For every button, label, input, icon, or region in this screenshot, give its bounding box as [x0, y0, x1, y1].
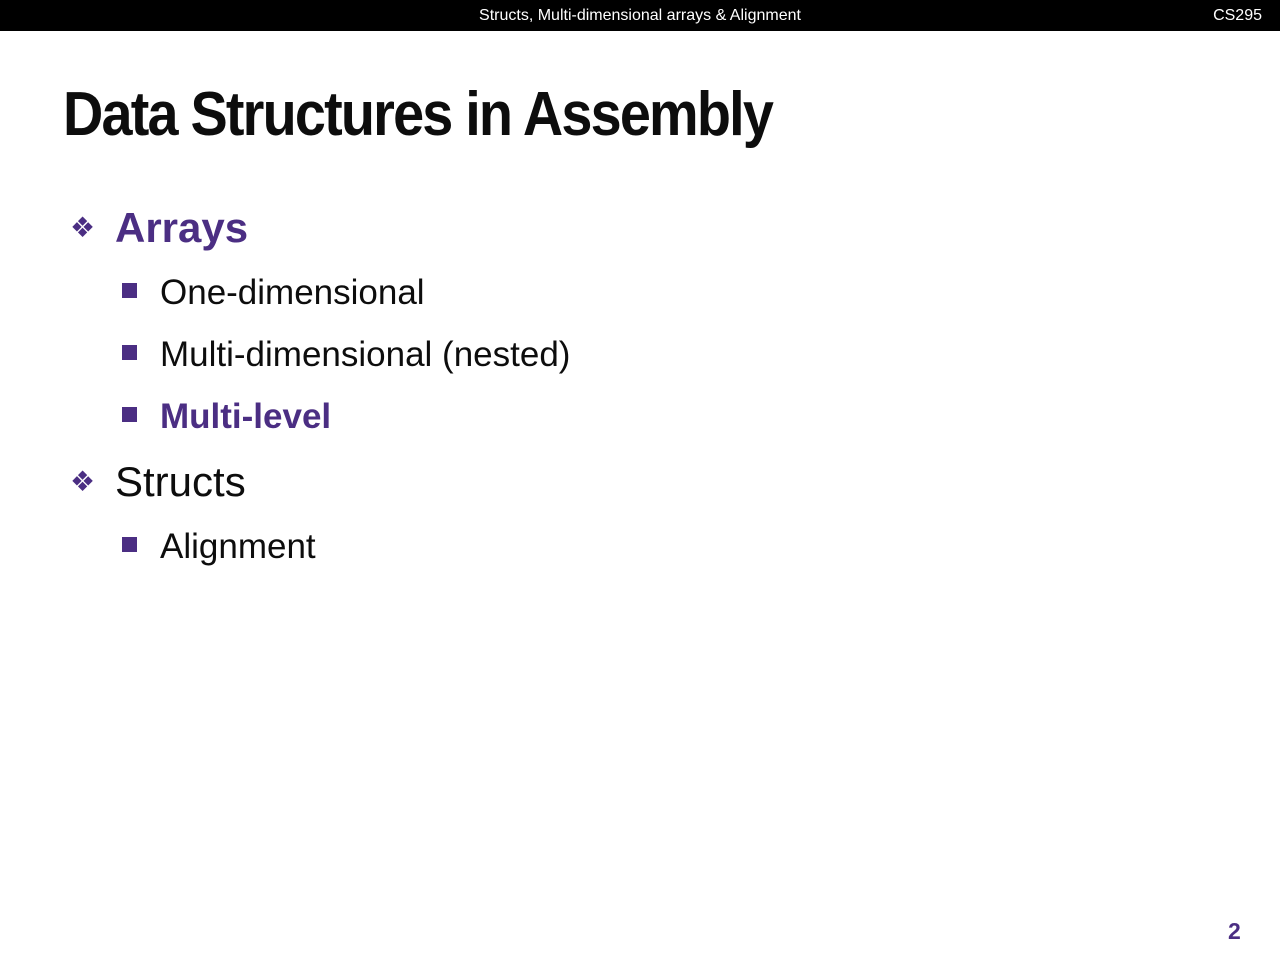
- bullet-text: Alignment: [160, 527, 316, 566]
- slide-header-bar: Structs, Multi-dimensional arrays & Alig…: [0, 0, 1280, 31]
- bullet-text: Structs: [115, 458, 246, 505]
- diamond-bullet-icon: ❖: [70, 212, 96, 243]
- square-bullet-icon: [122, 282, 137, 298]
- bullet-text: Multi-dimensional (nested): [160, 335, 571, 374]
- page-number: 2: [1228, 918, 1241, 944]
- square-bullet-icon: [122, 344, 137, 360]
- bullet-text: Arrays: [115, 204, 249, 251]
- bullet-item-multi-level: Multi-level: [122, 386, 570, 448]
- bullet-item-one-dimensional: One-dimensional: [122, 262, 570, 324]
- bullet-item-structs: ❖ Structs: [70, 448, 570, 516]
- header-course-code: CS295: [1213, 6, 1262, 24]
- bullet-text: Multi-level: [160, 397, 332, 436]
- bullet-item-arrays: ❖ Arrays: [70, 194, 570, 262]
- bullet-item-alignment: Alignment: [122, 516, 570, 578]
- square-bullet-icon: [122, 406, 137, 422]
- bullet-text: One-dimensional: [160, 273, 425, 312]
- header-lecture-title: Structs, Multi-dimensional arrays & Alig…: [479, 6, 801, 24]
- square-bullet-icon: [122, 536, 137, 552]
- bullet-item-multi-dimensional-nested: Multi-dimensional (nested): [122, 324, 570, 386]
- slide-title: Data Structures in Assembly: [63, 80, 774, 149]
- diamond-bullet-icon: ❖: [70, 466, 96, 497]
